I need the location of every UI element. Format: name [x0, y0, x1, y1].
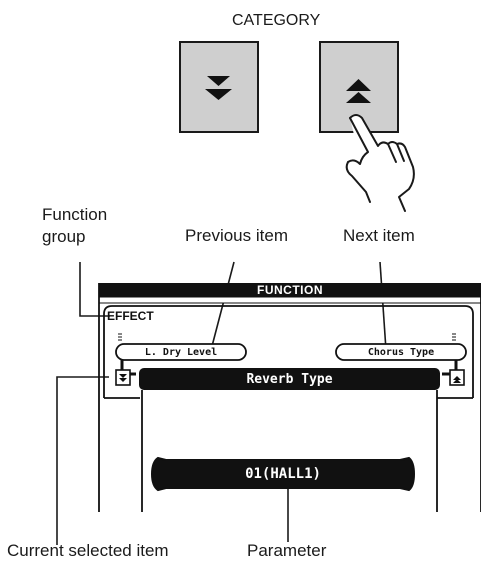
- pointing-hand-icon: [345, 114, 415, 212]
- function-group-leader: [79, 262, 110, 317]
- lcd-header: FUNCTION: [257, 283, 323, 297]
- previous-item-label: Previous item: [185, 226, 288, 245]
- next-item-label: Next item: [343, 226, 415, 245]
- lcd-display: [98, 283, 481, 512]
- current-item-bar: [139, 368, 440, 390]
- previous-item-box: [115, 343, 247, 361]
- next-item-text: Chorus Type: [367, 346, 435, 358]
- lcd-down-arrow-icon: [115, 369, 131, 386]
- next-item-box: [335, 343, 467, 361]
- current-item-text: Reverb Type: [246, 371, 333, 387]
- lcd-up-arrow-icon: [449, 369, 465, 386]
- parameter-label: Parameter: [247, 541, 327, 560]
- parameter-value-box: [150, 456, 416, 492]
- lcd-group-name: EFFECT: [107, 309, 154, 323]
- parameter-value-text: 01(HALL1): [245, 466, 321, 482]
- double-chevron-down-icon: [205, 76, 232, 100]
- category-down-button[interactable]: [179, 41, 259, 133]
- current-item-leader: [56, 376, 109, 545]
- category-title: CATEGORY: [232, 12, 321, 29]
- function-group-label: Function group: [42, 205, 108, 246]
- previous-item-text: L. Dry Level: [144, 346, 218, 358]
- current-selected-item-label: Current selected item: [7, 541, 169, 560]
- double-chevron-up-icon: [346, 79, 371, 103]
